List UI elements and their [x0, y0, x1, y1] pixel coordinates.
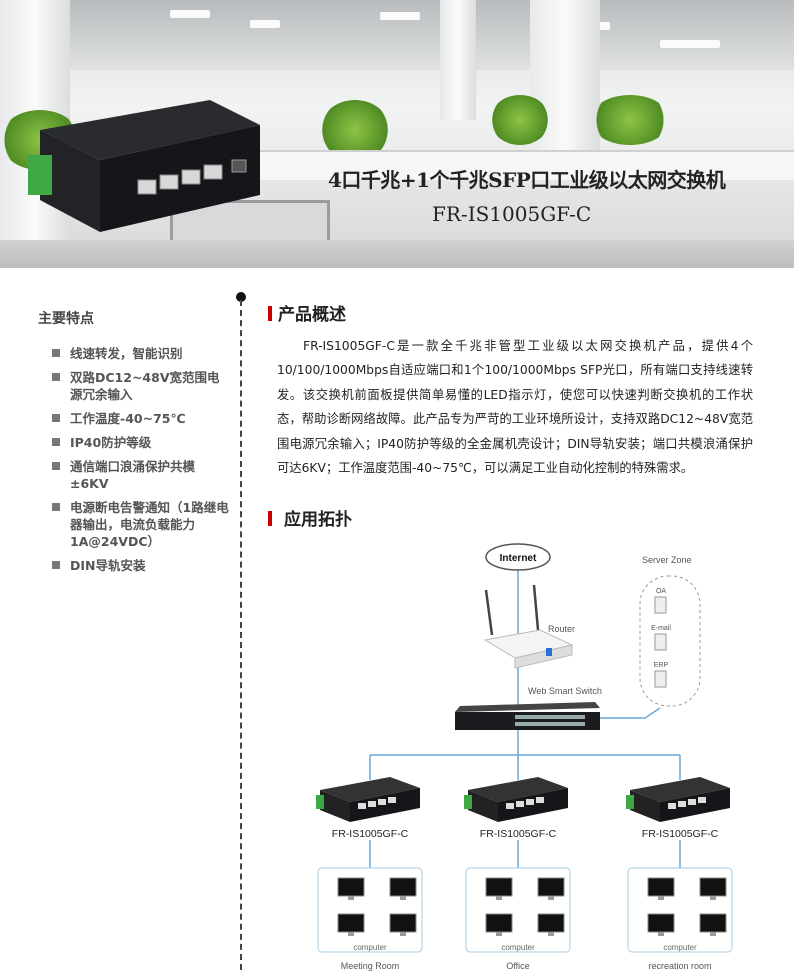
feature-item: 线速转发，智能识别: [50, 345, 230, 362]
feature-item: DIN导轨安装: [50, 557, 230, 574]
edge-switch-icon: [626, 777, 730, 822]
computer-icon: [647, 877, 675, 900]
server-label: ERP: [654, 662, 669, 669]
feature-item: 通信端口浪涌保护共模±6KV: [50, 458, 230, 492]
feature-text: IP40防护等级: [70, 435, 152, 450]
desk: [250, 150, 794, 180]
room-box: [465, 867, 571, 953]
floor: [0, 240, 794, 268]
computer-icon: [699, 913, 727, 936]
feature-item: IP40防护等级: [50, 434, 230, 451]
edge-switch-label: FR-IS1005GF-C: [480, 828, 557, 840]
computer-icon: [537, 877, 565, 900]
edge-switch-label: FR-IS1005GF-C: [642, 828, 719, 840]
overview-heading: 产品概述: [268, 300, 346, 325]
heading-marker: [268, 511, 272, 526]
router-icon: [483, 584, 574, 669]
router-label: Router: [548, 624, 575, 634]
feature-item: 工作温度-40~75℃: [50, 410, 230, 427]
room-name: Office: [506, 961, 529, 971]
server-zone-label: Server Zone: [642, 555, 692, 565]
bullet-square-icon: [52, 462, 60, 470]
computer-label: computer: [663, 943, 697, 952]
room-name: Meeting Room: [341, 961, 400, 971]
internet-cloud-icon: Internet: [485, 543, 551, 571]
edge-switch-icon: [464, 777, 568, 822]
timeline-dot: [236, 292, 246, 302]
computer-icon: [485, 877, 513, 900]
product-banner: 4口千兆+1个千兆SFP口工业级以太网交换机 FR-IS1005GF-C: [0, 0, 794, 268]
topology-heading: 应用拓扑: [268, 505, 352, 530]
features-title: 主要特点: [38, 311, 94, 327]
computer-icon: [337, 877, 365, 900]
room-box: [627, 867, 733, 953]
features-list: 线速转发，智能识别 双路DC12~48V宽范围电源冗余输入 工作温度-40~75…: [50, 345, 230, 581]
server-label: OA: [656, 588, 666, 595]
feature-text: DIN导轨安装: [70, 558, 146, 573]
bullet-square-icon: [52, 414, 60, 422]
computer-icon: [699, 877, 727, 900]
overview-text: FR-IS1005GF-C是一款全千兆非管型工业级以太网交换机产品，提供4个10…: [277, 339, 753, 476]
computer-icon: [647, 913, 675, 936]
ceiling-light: [660, 40, 720, 48]
ceiling-light: [170, 10, 210, 18]
feature-item: 双路DC12~48V宽范围电源冗余输入: [50, 369, 230, 403]
room-name: recreation room: [648, 961, 711, 971]
feature-text: 线速转发，智能识别: [70, 346, 183, 361]
feature-text: 电源断电告警通知（1路继电器输出，电流负载能力1A@24VDC）: [70, 500, 229, 549]
server-icon: [654, 633, 667, 651]
core-switch-label: Web Smart Switch: [528, 686, 602, 696]
switch-product-image: [28, 100, 260, 232]
edge-switch-label: FR-IS1005GF-C: [332, 828, 409, 840]
web-smart-switch-icon: [455, 702, 600, 730]
ceiling: [0, 0, 794, 70]
feature-item: 电源断电告警通知（1路继电器输出，电流负载能力1A@24VDC）: [50, 499, 230, 550]
feature-text: 通信端口浪涌保护共模±6KV: [70, 459, 196, 491]
feature-text: 工作温度-40~75℃: [70, 411, 186, 426]
bullet-square-icon: [52, 438, 60, 446]
topology-diagram: Internet Router Web Smart Switch Server …: [316, 543, 733, 971]
computer-icon: [389, 913, 417, 936]
ceiling-light: [250, 20, 280, 28]
heading-text: 产品概述: [278, 305, 346, 325]
server-zone-box: [639, 575, 701, 707]
feature-text: 双路DC12~48V宽范围电源冗余输入: [70, 370, 220, 402]
banner-model: FR-IS1005GF-C: [432, 202, 592, 226]
server-label: E-mail: [651, 625, 671, 632]
bullet-square-icon: [52, 349, 60, 357]
pillar: [440, 0, 476, 120]
computer-label: computer: [501, 943, 535, 952]
bullet-square-icon: [52, 373, 60, 381]
heading-marker: [268, 306, 272, 321]
computer-icon: [537, 913, 565, 936]
plant: [490, 95, 550, 145]
computer-icon: [389, 877, 417, 900]
bullet-square-icon: [52, 561, 60, 569]
banner-title: 4口千兆+1个千兆SFP口工业级以太网交换机: [328, 168, 726, 192]
server-icon: [654, 670, 667, 688]
ceiling-light: [380, 12, 420, 20]
plant: [590, 95, 670, 145]
internet-label: Internet: [500, 553, 537, 564]
computer-icon: [337, 913, 365, 936]
heading-text: 应用拓扑: [284, 510, 352, 530]
edge-switch-icon: [316, 777, 420, 822]
server-icon: [654, 596, 667, 614]
dashed-divider: [240, 300, 242, 970]
room-box: [317, 867, 423, 953]
computer-label: computer: [353, 943, 387, 952]
connection-lines: [369, 570, 681, 868]
bullet-square-icon: [52, 503, 60, 511]
computer-icon: [485, 913, 513, 936]
